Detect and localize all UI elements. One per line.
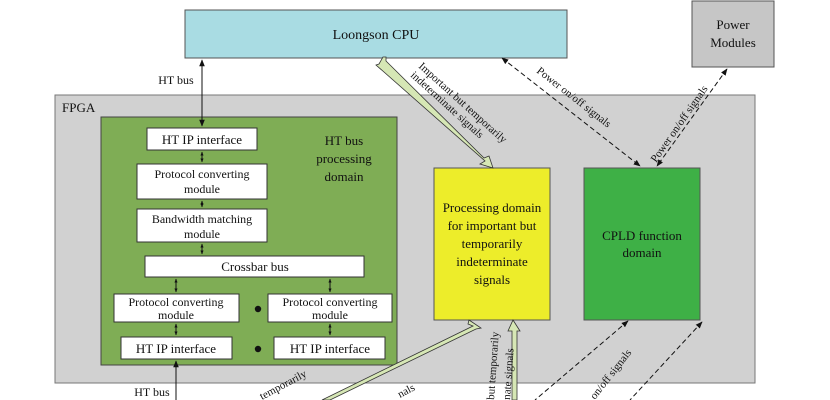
fpga-label: FPGA bbox=[62, 100, 96, 115]
bottom-dashed-arrow-1 bbox=[534, 320, 629, 400]
processing-domain-line1: Processing domain bbox=[443, 200, 542, 215]
protocol-converting-right-line1: Protocol converting bbox=[283, 295, 378, 309]
power-signals-power-cpld bbox=[656, 68, 728, 167]
ht-ip-interface-right-label: HT IP interface bbox=[290, 341, 370, 356]
power-modules-box bbox=[691, 0, 775, 68]
bottom-wide-arrow-right bbox=[507, 319, 521, 400]
ht-domain-line1: HT bus bbox=[325, 133, 363, 148]
processing-domain-line3: temporarily bbox=[462, 236, 523, 251]
ht-ip-interface-top bbox=[146, 127, 258, 151]
power-signals-cpu-cpld bbox=[501, 57, 641, 167]
bandwidth-matching-line2: module bbox=[184, 227, 220, 241]
ht-ip-interface-left bbox=[120, 336, 233, 360]
ht-ip-interface-left-label: HT IP interface bbox=[136, 341, 216, 356]
protocol-converting-right bbox=[267, 293, 393, 323]
important-signals-wide-arrow bbox=[375, 56, 494, 169]
power-modules-line1: Power bbox=[716, 17, 750, 32]
processing-domain-line2: for important but bbox=[448, 218, 537, 233]
bandwidth-matching-line1: Bandwidth matching bbox=[152, 212, 252, 226]
ht-ip-interface-right bbox=[273, 336, 386, 360]
protocol-converting-right-line2: module bbox=[312, 308, 348, 322]
cpu-label: Loongson CPU bbox=[333, 28, 420, 43]
bandwidth-matching bbox=[136, 208, 268, 243]
crossbar-bus bbox=[144, 255, 365, 278]
processing-domain-box bbox=[433, 167, 551, 321]
bottom-label-but-temporarily: but temporarily bbox=[485, 331, 502, 400]
ellipsis-dot-2 bbox=[254, 345, 262, 353]
bottom-wide-arrow-left bbox=[321, 319, 483, 400]
ht-bus-top-label: HT bus bbox=[158, 73, 194, 87]
bottom-label-nate-signals: nate signals bbox=[501, 348, 517, 400]
power-modules-line2: Modules bbox=[710, 35, 756, 50]
ht-ip-interface-top-label: HT IP interface bbox=[162, 132, 242, 147]
cpld-domain-line1: CPLD function bbox=[602, 228, 682, 243]
protocol-converting-left-line2: module bbox=[158, 308, 194, 322]
cpu-box bbox=[184, 9, 568, 59]
ellipsis-dot-1 bbox=[254, 305, 262, 313]
crossbar-bus-label: Crossbar bus bbox=[221, 259, 289, 274]
protocol-converting-top bbox=[136, 163, 268, 200]
processing-domain-line4: indeterminate bbox=[456, 254, 528, 269]
protocol-converting-left-line1: Protocol converting bbox=[129, 295, 224, 309]
bottom-label-nals: nals bbox=[396, 382, 417, 400]
protocol-converting-left bbox=[113, 293, 240, 323]
processing-domain-line5: signals bbox=[474, 272, 510, 287]
bottom-dashed-arrow-2 bbox=[629, 321, 703, 400]
protocol-converting-top-line1: Protocol converting bbox=[155, 167, 250, 181]
cpld-domain-line2: domain bbox=[623, 245, 662, 260]
ht-domain-line2: processing bbox=[316, 151, 372, 166]
ht-bus-bottom-label: HT bus bbox=[134, 385, 170, 399]
ht-domain-line3: domain bbox=[325, 169, 364, 184]
cpld-domain-box bbox=[583, 167, 701, 321]
protocol-converting-top-line2: module bbox=[184, 182, 220, 196]
